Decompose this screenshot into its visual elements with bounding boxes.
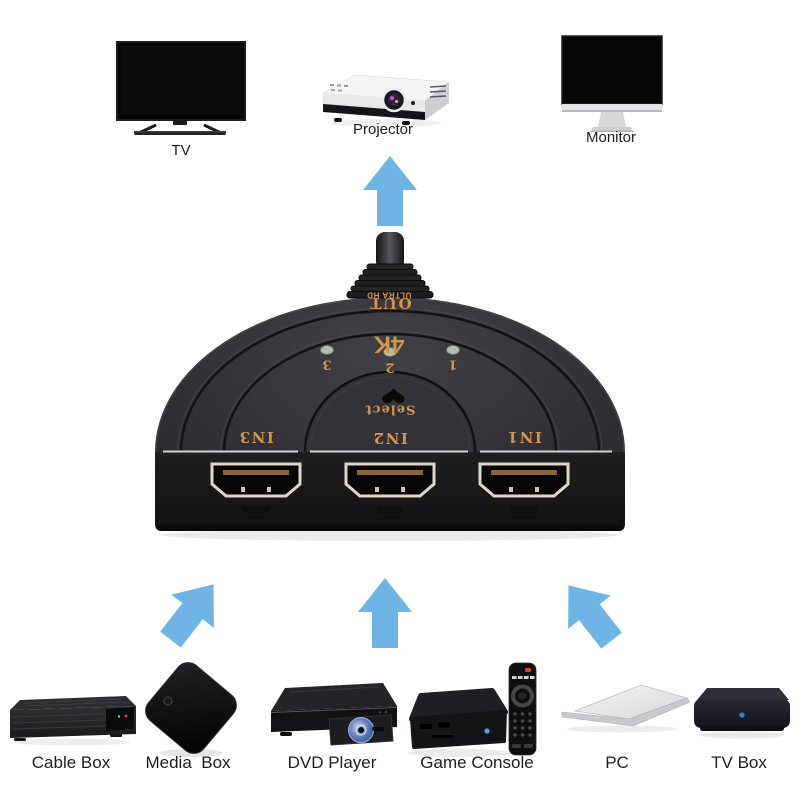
source-label-media-box: Media Box bbox=[145, 753, 231, 772]
logo-ultra-hd-text: ULTRA HD bbox=[366, 290, 412, 300]
select-label: Select bbox=[364, 401, 416, 417]
arrow-to-output bbox=[363, 156, 417, 226]
output-cable bbox=[376, 232, 404, 270]
pc-laptop-icon bbox=[561, 684, 691, 733]
media-box-icon bbox=[145, 662, 237, 757]
source-label-dvd-player: DVD Player bbox=[287, 753, 377, 772]
cable-box-icon bbox=[10, 696, 136, 746]
source-label-pc: PC bbox=[605, 753, 629, 772]
output-label-projector: Projector bbox=[352, 121, 414, 138]
hdmi-port-in2[interactable] bbox=[344, 462, 436, 513]
switch-dome bbox=[155, 297, 625, 453]
hdmi-switch-device bbox=[155, 232, 625, 541]
source-label-game-console: Game Console bbox=[420, 753, 534, 772]
status-led-2 bbox=[383, 347, 397, 357]
face-trim-lines bbox=[163, 450, 612, 453]
tv-icon bbox=[116, 41, 246, 135]
select-button-hole[interactable] bbox=[382, 388, 405, 404]
input-label-in1: IN1 bbox=[506, 428, 542, 446]
led-number-1: 1 bbox=[448, 356, 458, 372]
source-label-tv-box: TV Box bbox=[711, 753, 767, 772]
led-number-2: 2 bbox=[385, 359, 395, 375]
monitor-icon bbox=[561, 35, 663, 132]
game-console-icon bbox=[408, 662, 537, 757]
source-label-cable-box: Cable Box bbox=[31, 753, 111, 772]
led-number-3: 3 bbox=[322, 356, 332, 372]
remote-control-icon bbox=[508, 662, 537, 756]
cable-strain-relief bbox=[346, 263, 434, 299]
output-label-tv: TV bbox=[171, 142, 191, 159]
dvd-player-icon bbox=[270, 683, 398, 746]
input-label-in3: IN3 bbox=[238, 428, 274, 446]
status-led-1 bbox=[446, 345, 460, 355]
status-led-3 bbox=[320, 345, 334, 355]
projector-icon bbox=[321, 74, 450, 127]
arrow-from-left-sources bbox=[149, 567, 235, 657]
hdmi-port-in3[interactable] bbox=[210, 462, 302, 513]
logo-4k-text: 4K bbox=[373, 330, 405, 358]
status-leds bbox=[320, 345, 460, 357]
front-face-bottom-edge bbox=[158, 525, 622, 531]
arrow-from-center-sources bbox=[358, 578, 412, 648]
tv-box-icon bbox=[694, 688, 790, 739]
output-label-monitor: Monitor bbox=[585, 129, 637, 146]
input-label-in2: IN2 bbox=[372, 429, 408, 447]
arrow-from-right-sources bbox=[547, 568, 633, 658]
hdmi-port-in1[interactable] bbox=[478, 462, 570, 513]
device-shadow bbox=[162, 529, 618, 541]
